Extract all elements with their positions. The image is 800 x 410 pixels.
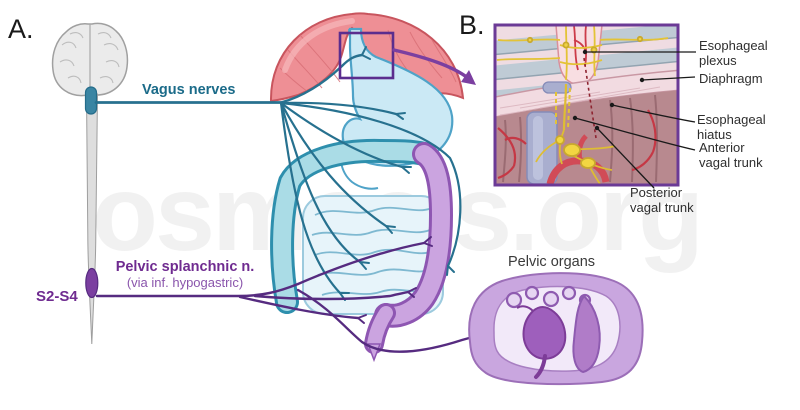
anterior-vagal-trunk-label-line1: Anterior <box>699 140 745 155</box>
zoom-arrow <box>392 48 476 85</box>
posterior-vagal-trunk-label: Posterior vagal trunk <box>630 185 694 216</box>
pelvic-organs-label: Pelvic organs <box>508 254 596 270</box>
esophageal-plexus-label: Esophageal plexus <box>699 38 768 69</box>
panel-b-label: B. <box>459 10 485 40</box>
colon-purple-illustration <box>364 142 454 363</box>
posterior-vagal-trunk-label-line2: vagal trunk <box>630 199 694 215</box>
stomach-illustration <box>341 27 454 167</box>
esophageal-hiatus-label: Esophageal hiatus <box>697 112 766 142</box>
pelvic-splanchnic-label: Pelvic splanchnic n. <box>115 259 255 275</box>
spinal-cord <box>85 93 99 345</box>
pelvic-splanchnic-label-block: Pelvic splanchnic n. (via inf. hypogastr… <box>102 259 268 291</box>
inset-border <box>493 23 680 187</box>
inset-aorta-column <box>526 81 572 184</box>
vagus-origin-marker <box>84 86 98 115</box>
rectum-shape <box>572 294 601 374</box>
annotation-leader-lines <box>572 49 696 189</box>
pelvic-organs-illustration <box>468 272 644 386</box>
s2s4-label: S2-S4 <box>36 288 78 305</box>
inset-vagal-trunk-dashes <box>555 57 597 139</box>
panel-b-inset <box>493 23 680 187</box>
posterior-vagal-trunk-label-line1: Posterior <box>630 185 683 200</box>
esophageal-plexus-label-line2: plexus <box>699 52 737 68</box>
anterior-vagal-trunk-label-line2: vagal trunk <box>699 154 763 170</box>
hiatus-highlight-box <box>338 31 395 80</box>
brain-illustration <box>51 22 129 97</box>
vagus-nerves-label: Vagus nerves <box>142 82 236 98</box>
pelvic-splanchnic-sublabel: (via inf. hypogastric) <box>126 274 244 290</box>
panel-a-label: A. <box>8 14 34 44</box>
colon-blue-illustration <box>270 138 436 314</box>
anterior-vagal-trunk-label: Anterior vagal trunk <box>699 140 763 171</box>
s2s4-marker <box>85 267 99 299</box>
vagus-nerve-lines <box>94 46 462 301</box>
inset-nerves-yellow-upper <box>496 26 669 81</box>
esophageal-plexus-label-line1: Esophageal <box>699 38 768 53</box>
uterus-shape <box>522 306 567 360</box>
diaphragm-label: Diaphragm <box>699 71 763 86</box>
inset-nerves-yellow-lower <box>535 83 616 184</box>
